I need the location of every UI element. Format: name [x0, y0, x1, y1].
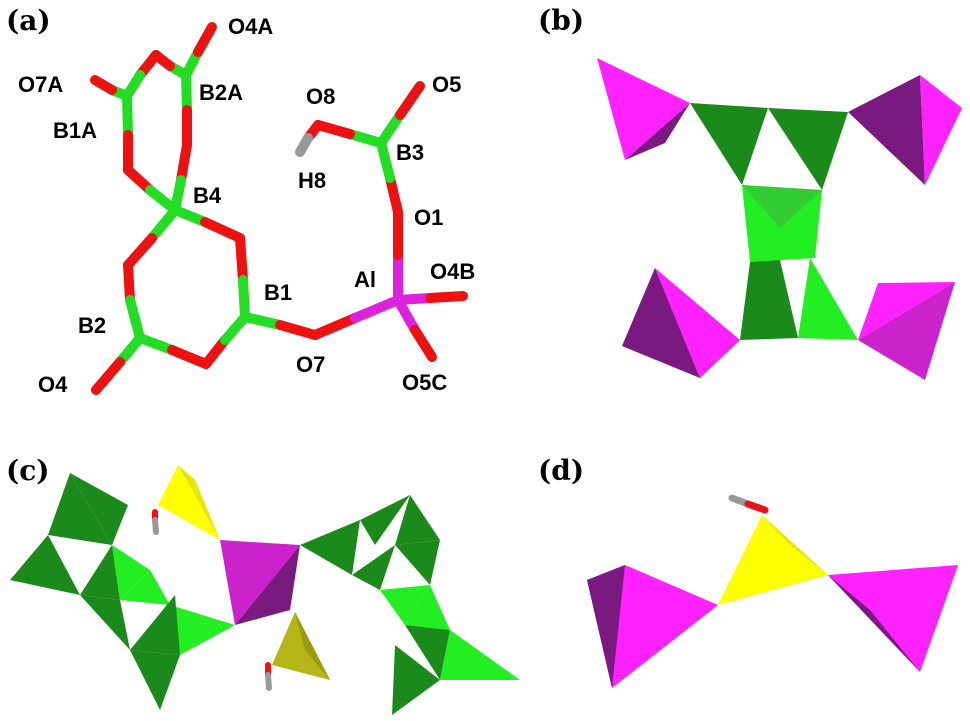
- atom-label-h8: H8: [298, 168, 326, 193]
- bo4-tetrahedron: [170, 605, 235, 655]
- atom-label-b1a: B1A: [53, 118, 97, 143]
- alo4-tetrahedron: [828, 565, 958, 672]
- bo4-tetrahedron: [130, 650, 180, 710]
- bo4-tetrahedron: [360, 495, 410, 545]
- panel-d-label: (d): [538, 454, 584, 487]
- bond-sticks: [90, 22, 468, 395]
- bo4-tetrahedron: [112, 545, 150, 600]
- bo4-tetrahedron: [742, 185, 822, 262]
- atom-label-o4b: O4B: [430, 259, 475, 284]
- bo4-tetrahedron: [405, 625, 450, 680]
- h2o-tetrahedron: [178, 465, 220, 540]
- panel-b: (b): [538, 4, 962, 380]
- bo4-tetrahedron: [380, 585, 430, 625]
- atom-label-o1: O1: [414, 205, 443, 230]
- alo4-tetrahedron: [597, 58, 690, 160]
- atom-label-o4a: O4A: [228, 14, 273, 39]
- panel-c-label: (c): [6, 454, 50, 487]
- atom-label-b2: B2: [78, 313, 106, 338]
- alo4-tetrahedron: [858, 282, 955, 380]
- bo4-tetrahedron: [80, 595, 130, 650]
- alo4-tetrahedron: [848, 75, 962, 185]
- alo4-tetrahedron: [622, 268, 740, 378]
- panel-a: (a): [6, 4, 475, 397]
- h2o-tetrahedron: [762, 515, 828, 575]
- bo4-tetrahedron: [352, 545, 395, 590]
- bo4-tetrahedron: [405, 585, 450, 630]
- bo4-tetrahedron: [300, 520, 360, 575]
- alo4-tetrahedron: [587, 565, 718, 688]
- oh-stick: [265, 662, 272, 691]
- h2o-tetrahedron: [295, 612, 330, 680]
- atom-label-o8: O8: [306, 84, 335, 109]
- atom-label-b4: B4: [193, 183, 222, 208]
- bo4-tetrahedron: [768, 108, 848, 190]
- bo4-tetrahedron: [120, 570, 170, 605]
- oh-stick: [152, 509, 159, 535]
- bo4-tetrahedron: [395, 540, 440, 585]
- panel-d: (d): [538, 454, 958, 688]
- atom-label-al: Al: [354, 267, 376, 292]
- atom-label-o7: O7: [296, 352, 325, 377]
- h2o-tetrahedron: [718, 515, 828, 605]
- bo4-tetrahedron: [690, 103, 768, 185]
- bo4-tetrahedron: [10, 535, 80, 595]
- panel-c: (c): [6, 454, 520, 715]
- atom-label-o4: O4: [38, 372, 68, 397]
- bo4-tetrahedron: [395, 495, 440, 545]
- bo4-tetrahedron: [80, 545, 120, 600]
- atom-label-b3: B3: [396, 140, 424, 165]
- bo4-tetrahedron: [740, 260, 798, 340]
- atom-label-b2a: B2A: [199, 80, 243, 105]
- bo4-tetrahedron: [392, 645, 440, 715]
- panel-a-label: (a): [6, 4, 51, 37]
- bo4-tetrahedron: [798, 258, 858, 340]
- atom-labels: O4A O7A B2A B1A O8 O5 B3 H8 B4 O1 Al O4B…: [18, 14, 475, 397]
- bo4-tetrahedron: [70, 473, 128, 545]
- oh-stick: [728, 494, 769, 514]
- bo4-tetrahedron: [440, 630, 520, 680]
- h2o-tetrahedron: [272, 612, 330, 680]
- h2o-tetrahedron: [158, 465, 220, 540]
- atom-label-o5: O5: [432, 72, 461, 97]
- atom-label-b1: B1: [264, 280, 292, 305]
- bo4-tetrahedron: [130, 595, 180, 655]
- atom-label-o5c: O5C: [402, 370, 447, 395]
- bo4-tetrahedron: [48, 473, 112, 545]
- panel-b-label: (b): [538, 4, 584, 37]
- alo4-tetrahedron: [220, 540, 300, 625]
- atom-label-o7a: O7A: [18, 72, 63, 97]
